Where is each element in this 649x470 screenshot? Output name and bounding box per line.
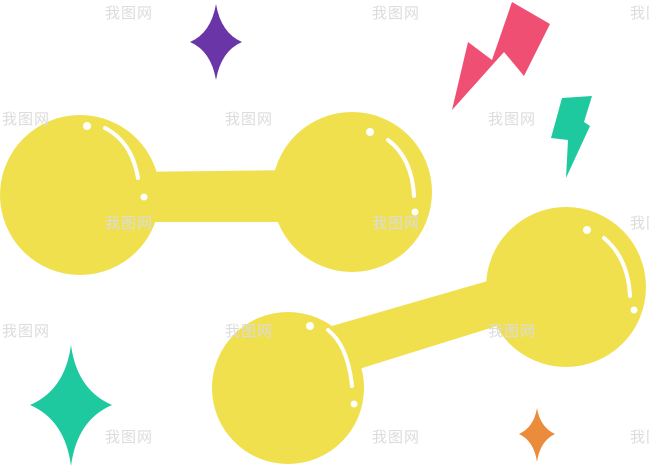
watermark-text: 我图网 [225,110,274,128]
watermark-text: 我图网 [630,4,649,22]
dumbbell-top-right-dot-2 [411,208,419,216]
watermark-text: 我图网 [2,322,51,340]
dumbbell-bottom-bar [318,278,510,378]
dumbbell-bottom [212,207,646,464]
dumbbell-bottom-left-dot-2 [350,400,358,408]
dumbbell-bottom-right-dot [583,226,591,234]
dumbbell-top-left-dot [83,122,91,130]
dumbbell-top-left-highlight [103,126,140,180]
dumbbell-bottom-left-weight [212,312,364,464]
dumbbell-bottom-right-highlight [602,236,632,298]
dumbbell-top-right-dot [366,128,374,136]
dumbbell-top-right-highlight [386,138,416,198]
dumbbell-bottom-left-dot [306,322,314,330]
sparkle-orange-icon [519,408,555,462]
lightning-teal-icon [551,96,592,178]
dumbbell-top-left-dot-2 [140,193,148,201]
dumbbell-top-left-weight [0,115,160,275]
watermark-text: 我图网 [2,110,51,128]
dumbbell-bottom-right-dot-2 [630,306,638,314]
watermark-text: 我图网 [105,428,154,446]
watermark-text: 我图网 [630,214,649,232]
sparkle-teal-icon [30,345,112,466]
sparkle-purple-icon [190,4,242,80]
watermark-text: 我图网 [372,4,421,22]
watermark-text: 我图网 [105,214,154,232]
lightning-pink-icon [452,2,550,110]
watermark-text: 我图网 [488,322,537,340]
dumbbell-bottom-left-highlight [326,328,354,388]
dumbbell-top [0,112,432,275]
dumbbell-top-right-weight [272,112,432,272]
watermark-text: 我图网 [225,322,274,340]
dumbbell-top-bar [130,170,300,222]
watermark-text: 我图网 [372,214,421,232]
watermark-text: 我图网 [105,4,154,22]
watermark-text: 我图网 [372,428,421,446]
watermark-text: 我图网 [488,110,537,128]
watermark-text: 我图网 [630,428,649,446]
dumbbell-bottom-right-weight [486,207,646,367]
